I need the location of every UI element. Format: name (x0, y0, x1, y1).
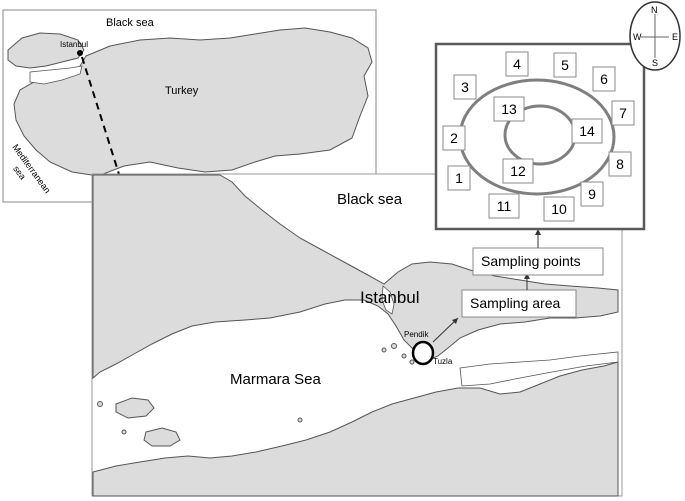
sampling-point-5: 5 (553, 52, 577, 78)
sampling-point-box (505, 51, 529, 77)
sampling-point-box (442, 125, 466, 151)
main-tuzla-label: Tuzla (433, 357, 453, 366)
sampling-point-2: 2 (442, 125, 466, 151)
sampling-area-box (461, 289, 577, 318)
sampling-point-label: 4 (513, 56, 521, 72)
main-northern-land (92, 174, 619, 380)
main-island-marmara (115, 397, 155, 419)
sampling-point-box (608, 151, 632, 177)
compass-rose: N E S W (629, 1, 681, 71)
sampling-point-label: 7 (619, 105, 627, 121)
sampling-point-box (571, 118, 603, 144)
sampling-point-label: 8 (616, 156, 624, 172)
main-izmit-bay (459, 351, 619, 387)
sampling-point-label: 1 (455, 170, 463, 186)
main-istanbul-label: Istanbul (360, 288, 420, 307)
main-bosphorus (381, 285, 395, 315)
sampling-point-12: 12 (502, 158, 534, 184)
main-southern-land (92, 361, 619, 497)
sampling-point-label: 11 (497, 198, 512, 214)
compass-west: W (633, 32, 642, 42)
sampling-point-box (611, 100, 635, 126)
sampling-point-10: 10 (543, 196, 575, 222)
sampling-point-box (453, 74, 477, 100)
main-map: Black sea Istanbul Marmara Sea Pendik Tu… (91, 173, 623, 497)
main-pendik-label: Pendik (404, 330, 429, 339)
sampling-point-label: 5 (561, 57, 569, 73)
main-black-sea-label: Black sea (337, 191, 403, 208)
main-islet-7 (409, 359, 415, 365)
sampling-point-3: 3 (453, 74, 477, 100)
compass-north: N (651, 5, 658, 15)
sampling-points-callout: Sampling points (472, 247, 604, 276)
inset-turkey-label: Turkey (165, 85, 199, 97)
inset-black-sea-label: Black sea (106, 17, 155, 29)
sampling-point-4: 4 (505, 51, 529, 77)
main-islet-2 (121, 429, 127, 435)
sampling-point-13: 13 (493, 96, 525, 122)
sampling-point-label: 13 (501, 101, 517, 117)
sampling-point-box (543, 196, 575, 222)
sampling-point-label: 12 (510, 163, 526, 179)
sampling-point-9: 9 (580, 181, 604, 207)
inset-map: Black sea Istanbul Turkey Mediterranean … (2, 9, 377, 203)
sampling-point-label: 3 (461, 79, 469, 95)
main-islet-3 (297, 417, 303, 423)
sampling-point-7: 7 (611, 100, 635, 126)
sampling-point-box (502, 158, 534, 184)
sampling-point-6: 6 (592, 66, 616, 92)
inset-istanbul-dot (77, 50, 83, 56)
main-islet-4 (381, 347, 387, 353)
sampling-point-box (553, 52, 577, 78)
main-islet-6 (401, 353, 407, 359)
inset-istanbul-label: Istanbul (60, 40, 88, 49)
sampling-point-box (592, 66, 616, 92)
compass-south: S (652, 58, 658, 68)
main-islet-1 (97, 401, 103, 407)
sampling-point-box (447, 165, 471, 191)
sampling-area-text: Sampling area (470, 295, 560, 311)
sampling-point-8: 8 (608, 151, 632, 177)
main-islet-5 (391, 343, 397, 349)
sampling-points-text: Sampling points (481, 253, 581, 269)
sampling-point-14: 14 (571, 118, 603, 144)
arrow-area-to-points-head (524, 273, 530, 279)
arrow-points-to-diagram-head (535, 229, 541, 235)
main-marmara-sea-label: Marmara Sea (230, 371, 322, 388)
sampling-point-label: 9 (588, 186, 596, 202)
compass-east: E (672, 32, 678, 42)
sampling-points-box (472, 247, 604, 276)
sampling-point-1: 1 (447, 165, 471, 191)
sampling-point-box (493, 96, 525, 122)
sampling-area-pointer-head (452, 318, 458, 324)
sampling-area-callout: Sampling area (461, 289, 577, 318)
inset-thrace-land (7, 32, 85, 69)
sampling-area-marker (411, 340, 435, 366)
main-island-pasalimani (143, 427, 181, 447)
sampling-point-11: 11 (488, 193, 520, 219)
sampling-area-pointer (432, 317, 459, 343)
sampling-point-label: 14 (579, 123, 595, 139)
sampling-point-label: 2 (450, 130, 458, 146)
sampling-point-label: 10 (551, 201, 567, 217)
sampling-point-box (580, 181, 604, 207)
inset-anatolia-land (13, 27, 373, 177)
sampling-point-label: 6 (600, 71, 608, 87)
inset-marmara-sea (29, 65, 83, 85)
sampling-point-box (488, 193, 520, 219)
